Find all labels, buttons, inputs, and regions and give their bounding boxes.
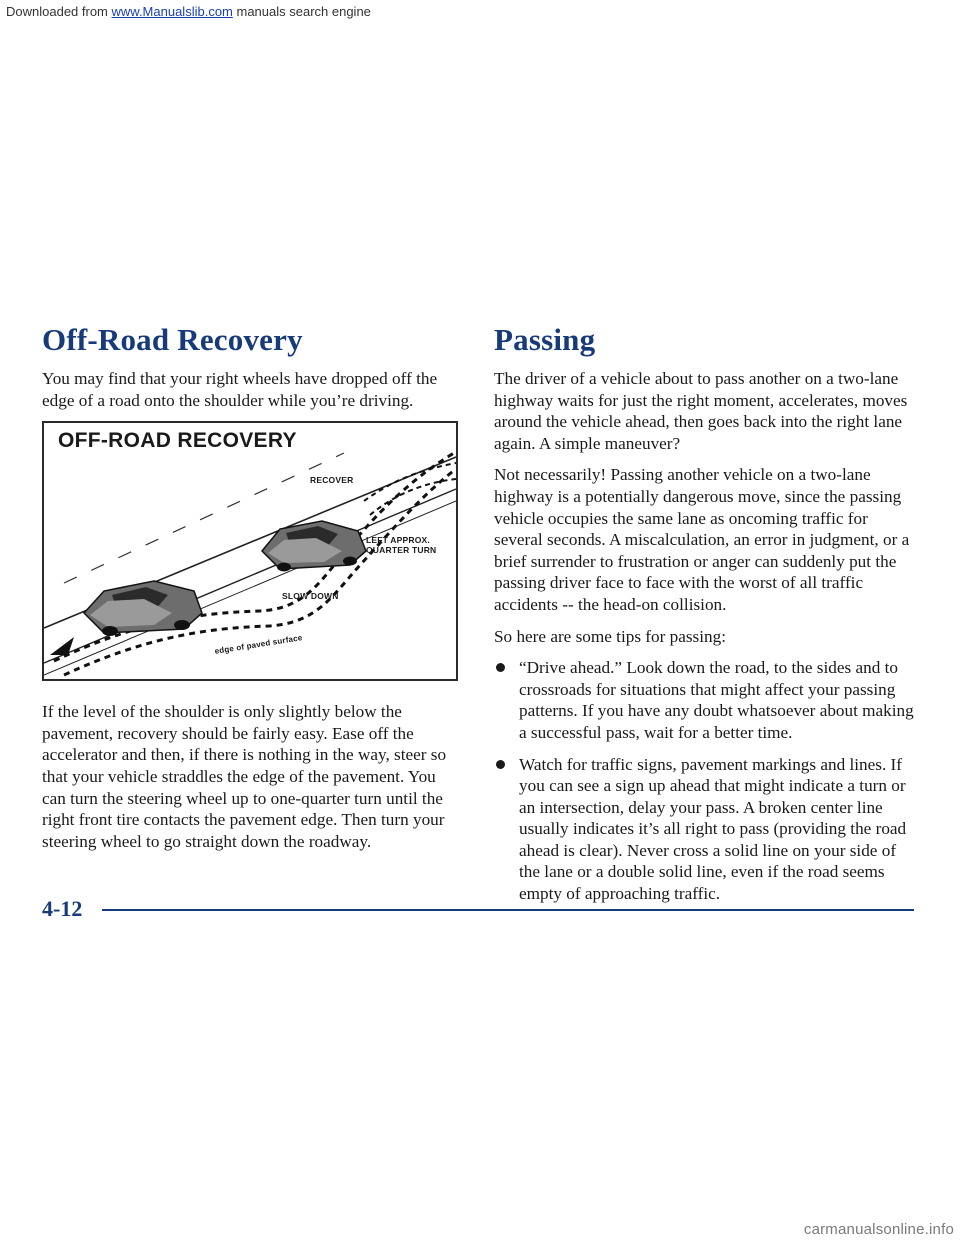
off-road-recovery-illustration: OFF-ROAD RECOVERY RECOVER LEFT APPROX. Q… (42, 421, 458, 682)
watermark-suffix: manuals search engine (232, 4, 371, 19)
left-column: Off-Road Recovery You may find that your… (42, 322, 462, 862)
off-road-intro: You may find that your right wheels have… (42, 369, 438, 410)
right-column: Passing The driver of a vehicle about to… (494, 322, 914, 915)
tire-path-2 (63, 467, 456, 677)
bullet-icon (496, 759, 505, 769)
road-drawing (44, 451, 456, 677)
label-quarter-turn: QUARTER TURN (366, 545, 437, 556)
manualslib-link[interactable]: www.Manualslib.com (111, 4, 233, 19)
recover-path (363, 462, 456, 502)
list-item: “Drive ahead.” Look down the road, to th… (494, 657, 914, 743)
passing-paragraph-1: The driver of a vehicle about to pass an… (494, 369, 908, 453)
label-recover: RECOVER (310, 475, 354, 486)
passing-paragraph-3: So here are some tips for passing: (494, 626, 726, 646)
tip-text: “Drive ahead.” Look down the road, to th… (519, 658, 914, 742)
car-slow-down (82, 580, 203, 637)
path-arrow (50, 637, 74, 656)
figure-title: OFF-ROAD RECOVERY (58, 429, 297, 453)
passing-paragraph-2: Not necessarily! Passing another vehicle… (494, 465, 910, 614)
label-slow-down: SLOW DOWN (282, 591, 339, 602)
page-footer: 4-12 (42, 896, 914, 922)
list-item: Watch for traffic signs, pavement markin… (494, 754, 914, 905)
label-left-approx: LEFT APPROX. (366, 535, 430, 546)
watermark-prefix: Downloaded from (6, 4, 112, 19)
off-road-recovery-heading: Off-Road Recovery (42, 322, 303, 357)
shoulder-outer-line (44, 500, 456, 676)
footer-watermark: carmanualsonline.info (803, 1221, 954, 1238)
passing-heading: Passing (494, 322, 596, 357)
download-watermark: Downloaded from www.Manualslib.com manua… (6, 4, 371, 19)
shoulder-edge-line (44, 488, 456, 664)
page-number: 4-12 (42, 896, 83, 921)
recover-path-2 (369, 478, 456, 516)
passing-tips-list: “Drive ahead.” Look down the road, to th… (494, 657, 914, 905)
car-recover (260, 520, 367, 572)
bullet-icon (496, 663, 505, 673)
off-road-body: If the level of the shoulder is only sli… (42, 702, 447, 851)
center-dashed-line (63, 452, 345, 584)
tip-text: Watch for traffic signs, pavement markin… (519, 754, 907, 904)
footer-rule (102, 909, 914, 911)
